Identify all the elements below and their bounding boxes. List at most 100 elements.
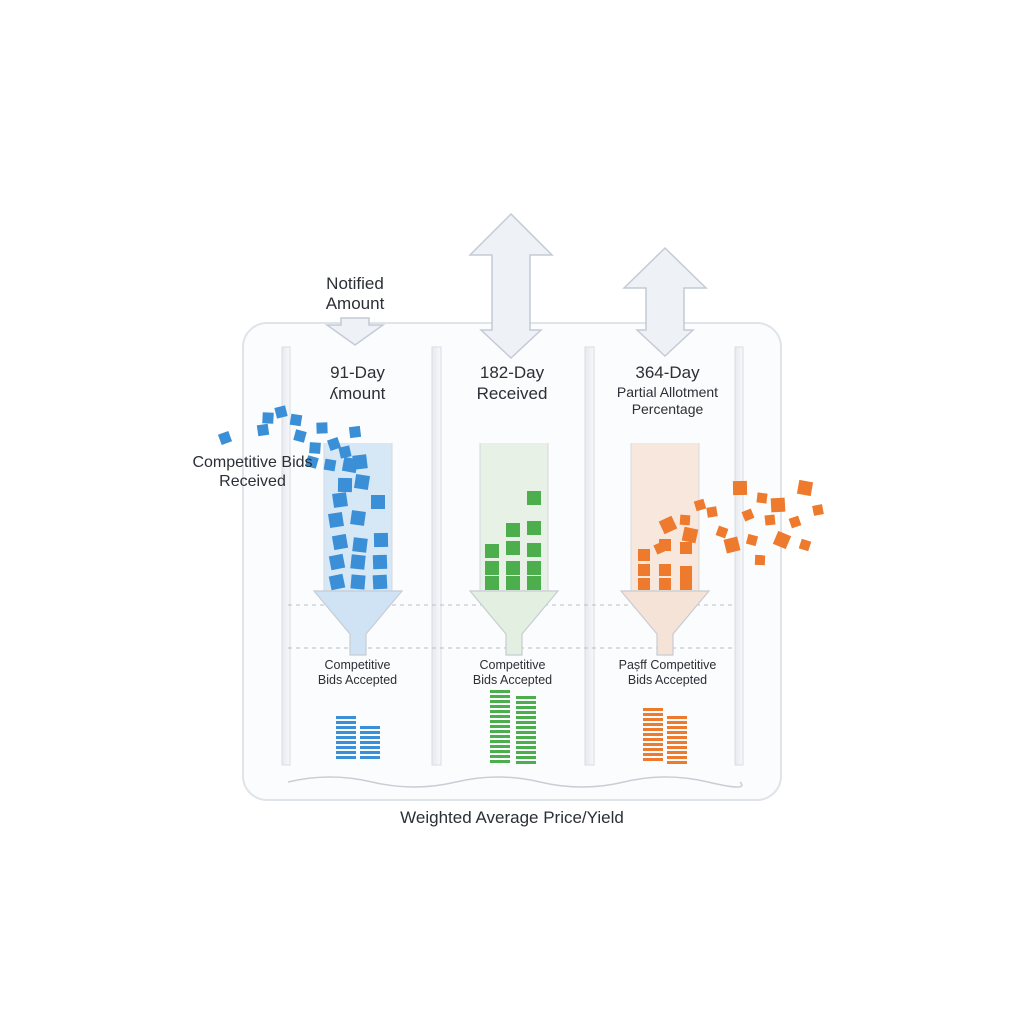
accepted-stripe-1-1 [516,706,536,709]
scattered-bid-square-364 [653,541,667,555]
accepted-stripe-2-1 [667,736,687,739]
up-down-arrow-182 [468,212,554,360]
accepted-stripe-1-0 [490,690,510,693]
accepted-stripe-1-1 [516,736,536,739]
bid-square-91 [331,533,349,551]
accepted-stripe-1-0 [490,730,510,733]
bid-square-91 [337,477,353,493]
accepted-stripe-2-0 [643,748,663,751]
scattered-bid-square-364 [732,480,748,496]
bid-square-182 [506,576,520,590]
accepted-stripe-2-1 [667,731,687,734]
accepted-stripe-1-0 [490,695,510,698]
scattered-bid-square-364 [706,506,718,518]
accepted-stripe-1-0 [490,720,510,723]
scattered-bid-square-364 [798,538,812,552]
bid-square-182 [527,491,541,505]
accepted-stripe-2-1 [667,751,687,754]
scattered-bid-square-364 [796,479,814,497]
column-subtitle-182: Received [476,384,548,403]
column-title-364: 364-Day [635,363,700,382]
scattered-bid-square-364 [679,514,691,526]
accepted-stripe-1-1 [516,721,536,724]
bid-square-182 [527,521,541,535]
bid-square-364 [659,564,671,576]
funnel-0 [312,590,404,656]
accepted-stripe-2-0 [643,728,663,731]
bid-square-182 [506,561,520,575]
bid-square-364 [638,564,650,576]
scattered-bid-square-364 [723,536,741,554]
accepted-stripe-1-0 [490,740,510,743]
accepted-stripe-1-0 [490,725,510,728]
accepted-stripe-1-1 [516,696,536,699]
funnel-2 [619,590,711,656]
scattered-bid-square-364 [812,504,824,516]
bid-square-364 [680,542,692,554]
column-divider-1 [431,346,442,766]
scattered-bid-square-91 [305,455,319,469]
bid-square-182 [527,561,541,575]
accepted-stripe-1-0 [490,700,510,703]
scattered-bid-square-364 [715,525,729,539]
scattered-bid-square-91 [256,423,270,437]
column-title-91: 91-Day [330,363,385,382]
footer-label: Weighted Average Price/Yield [400,808,624,827]
scattered-bid-square-91 [338,445,352,459]
accepted-stripe-1-1 [516,731,536,734]
accepted-stripe-1-1 [516,716,536,719]
down-arrow-notified [324,317,386,346]
accepted-stripe-2-0 [643,713,663,716]
scattered-bid-square-91 [274,405,288,419]
funnel-1 [468,590,560,656]
accepted-stripe-2-0 [643,718,663,721]
bid-square-91 [372,554,388,570]
bid-square-91 [341,456,359,474]
accepted-stripe-0-0 [336,756,356,759]
accepted-stripe-2-1 [667,726,687,729]
bid-square-364 [659,578,671,590]
scattered-bid-square-364 [745,533,759,547]
bids-accepted-label-364: Pașff Competitive Bids Accepted [618,658,717,687]
accepted-stripe-0-0 [336,721,356,724]
scattered-bid-square-91 [327,437,341,451]
accepted-stripe-2-1 [667,746,687,749]
accepted-stripe-1-1 [516,751,536,754]
accepted-stripe-2-0 [643,753,663,756]
accepted-stripe-1-0 [490,705,510,708]
accepted-stripe-1-1 [516,756,536,759]
bid-square-182 [485,576,499,590]
scattered-bid-square-364 [693,498,707,512]
scattered-bid-square-364 [754,554,766,566]
accepted-stripe-1-0 [490,750,510,753]
accepted-stripe-2-0 [643,743,663,746]
accepted-stripe-1-0 [490,715,510,718]
accepted-stripe-1-0 [490,755,510,758]
bid-square-91 [372,574,388,590]
column-subtitle-91: ʎmount [329,384,386,403]
accepted-stripe-0-1 [360,726,380,729]
accepted-stripe-2-1 [667,756,687,759]
accepted-stripe-2-1 [667,721,687,724]
bid-square-91 [352,537,368,553]
accepted-stripe-0-0 [336,741,356,744]
accepted-stripe-0-0 [336,736,356,739]
accepted-stripe-1-1 [516,741,536,744]
accepted-stripe-1-1 [516,746,536,749]
accepted-stripe-0-0 [336,726,356,729]
accepted-stripe-2-1 [667,761,687,764]
accepted-stripe-1-0 [490,735,510,738]
bid-square-364 [638,549,650,561]
accepted-stripe-0-0 [336,751,356,754]
up-down-arrow-364 [622,246,708,358]
bid-square-91 [350,510,366,526]
accepted-stripe-2-0 [643,723,663,726]
accepted-stripe-0-0 [336,716,356,719]
bid-square-91 [328,553,346,571]
accepted-stripe-0-1 [360,741,380,744]
accepted-stripe-0-1 [360,731,380,734]
accepted-stripe-0-0 [336,746,356,749]
scattered-bid-square-91 [323,458,337,472]
